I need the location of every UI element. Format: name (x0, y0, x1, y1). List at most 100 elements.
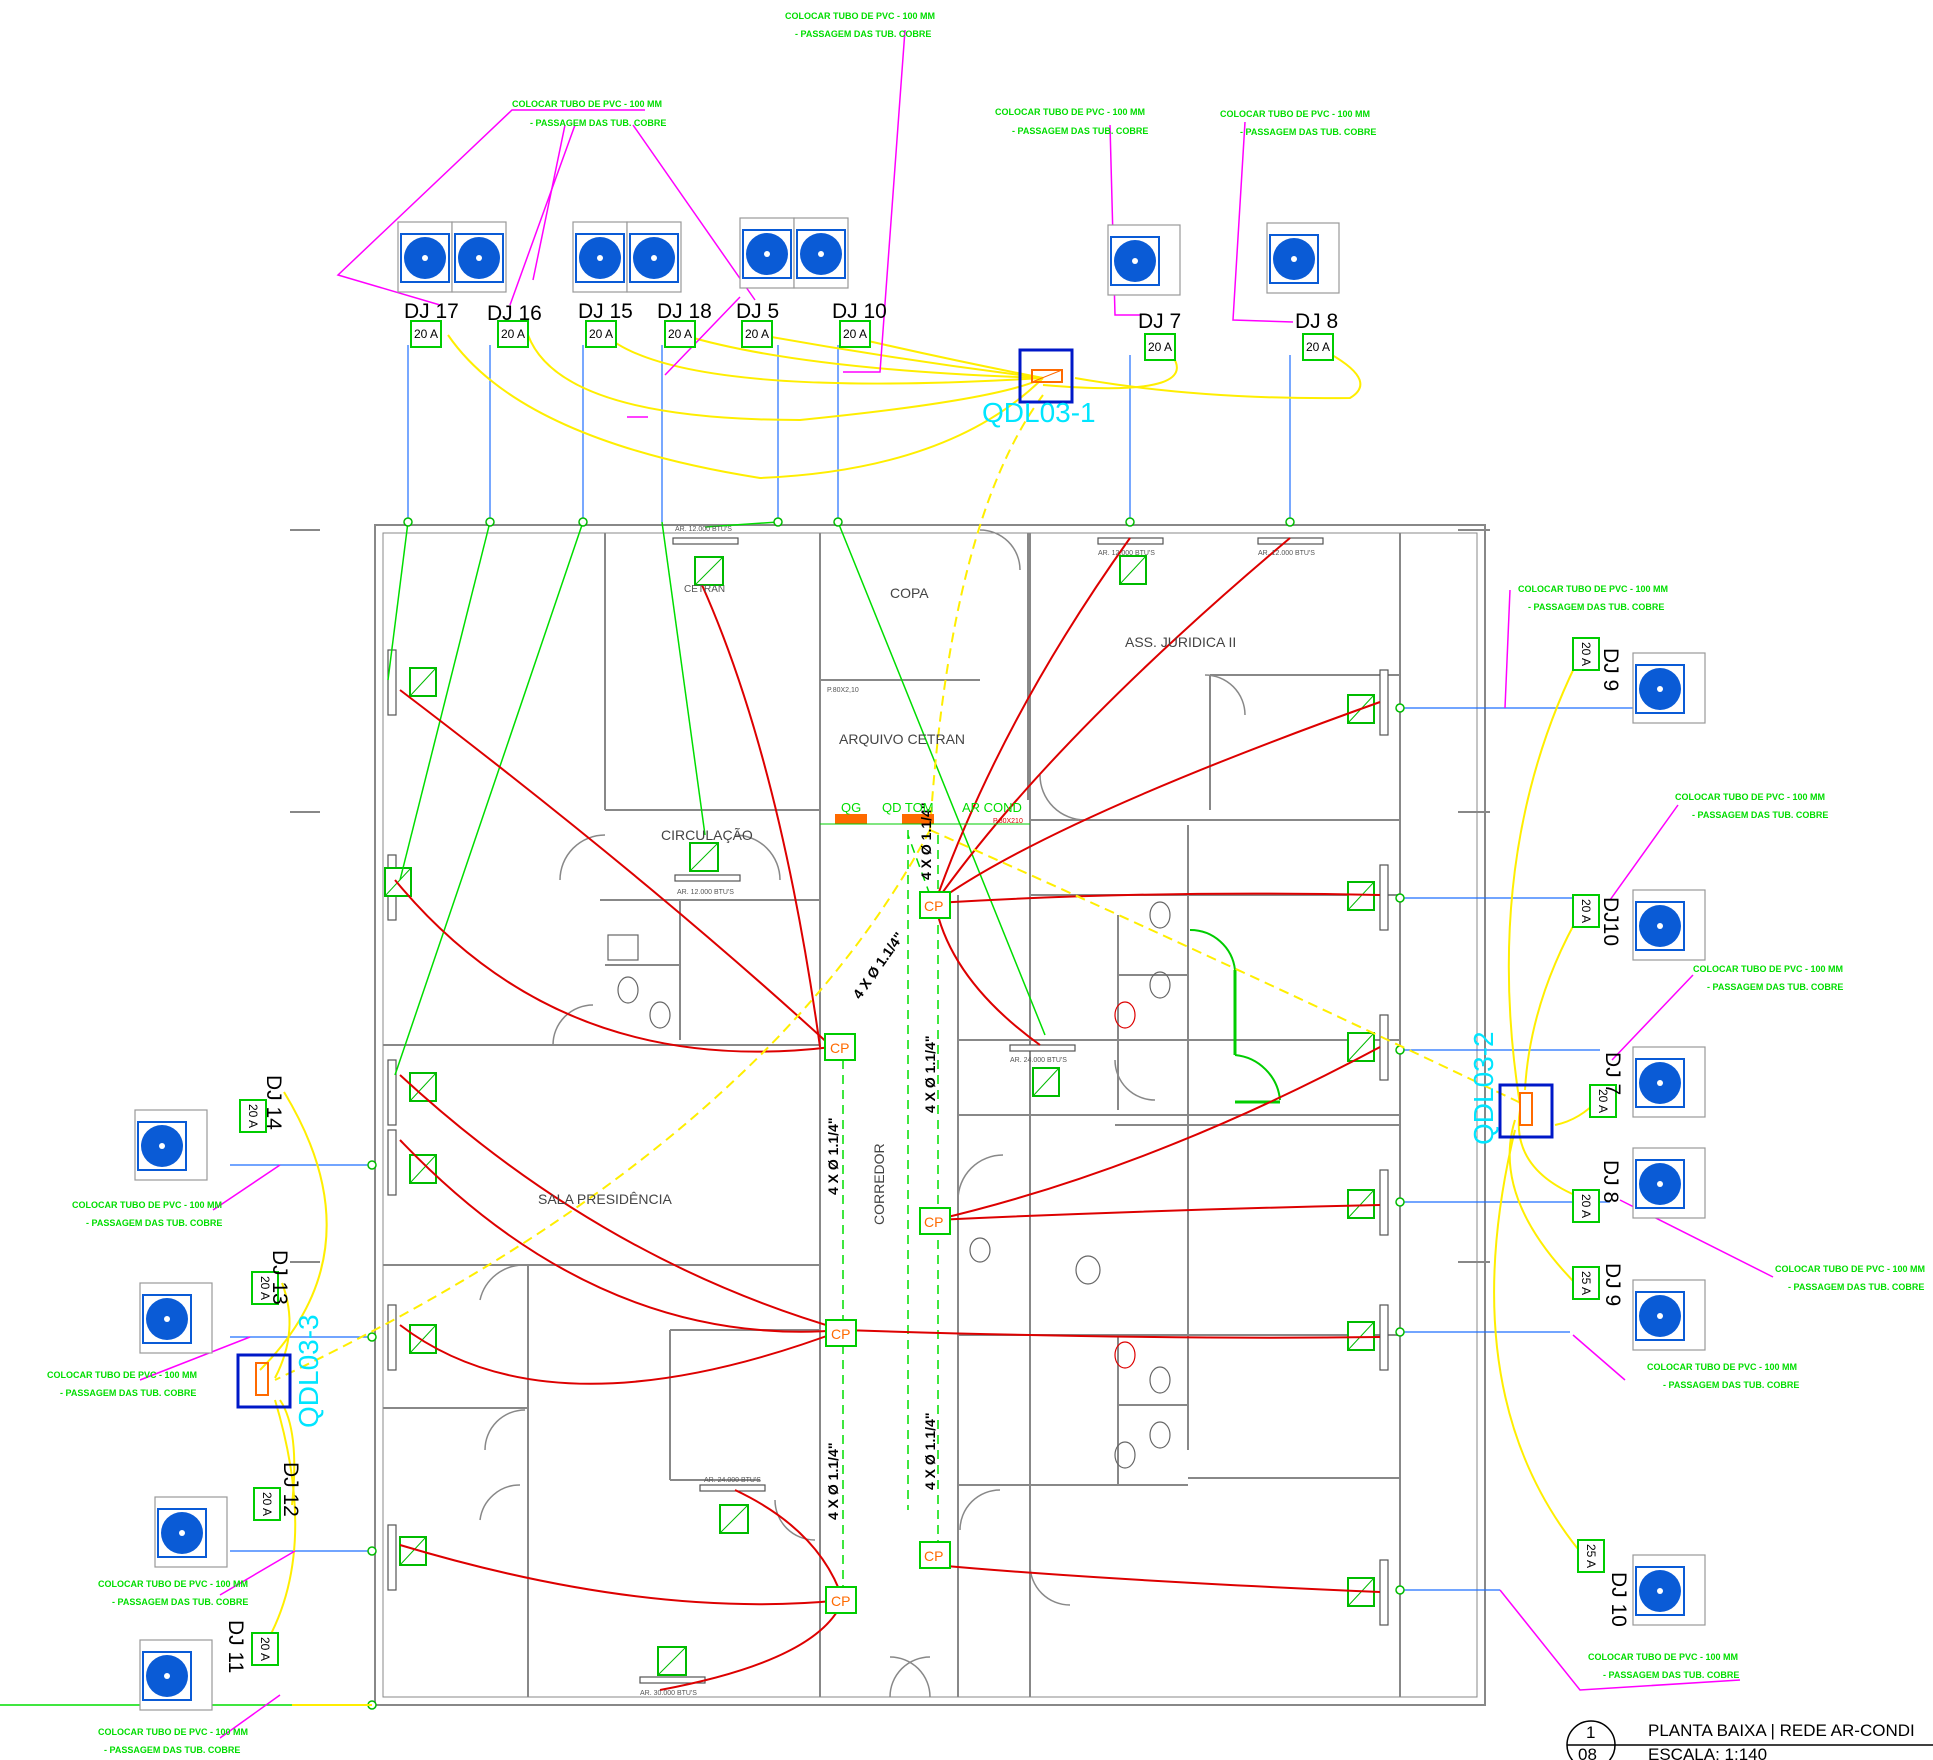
pvc-note-line2: - PASSAGEM DAS TUB. COBRE (795, 29, 931, 39)
door-swings (479, 529, 1246, 1698)
pvc-note-line2: - PASSAGEM DAS TUB. COBRE (104, 1745, 240, 1755)
door-tag: P.80X2,10 (827, 687, 859, 694)
pvc-note-line1: COLOCAR TUBO DE PVC - 100 MM (995, 107, 1145, 117)
amp-rating: 20 A (1596, 1089, 1610, 1113)
amp-rating: 20 A (1148, 340, 1172, 354)
refrigerant-lines (394, 537, 1381, 1691)
amp-rating: 20 A (1579, 642, 1593, 666)
breaker-label: DJ 5 (736, 300, 779, 323)
breaker-label: DJ 15 (578, 300, 633, 323)
bathroom-fixtures (607, 901, 1171, 1469)
breaker-label: DJ 11 (224, 1620, 247, 1673)
ac-tag: AR. 12.000 BTU'S (1098, 550, 1155, 557)
pvc-note-line1: COLOCAR TUBO DE PVC - 100 MM (72, 1200, 222, 1210)
pvc-note-line1: COLOCAR TUBO DE PVC - 100 MM (98, 1579, 248, 1589)
panel-qdl3 (236, 1353, 292, 1409)
drawing-scale: ESCALA: 1:140 (1648, 1745, 1767, 1760)
ac-tag: AR. 24.000 BTU'S (1010, 1057, 1067, 1064)
room-label: CORREDOR (871, 1143, 887, 1225)
ac-tag: AR. 12.000 BTU'S (1258, 550, 1315, 557)
circuit-lines (230, 345, 1640, 1591)
amp-rating: 20 A (414, 327, 438, 341)
pvc-note-line2: - PASSAGEM DAS TUB. COBRE (1240, 127, 1376, 137)
condenser-hub (651, 255, 657, 261)
condenser-hub (597, 255, 603, 261)
pvc-note-line1: COLOCAR TUBO DE PVC - 100 MM (1518, 584, 1668, 594)
door-tag: P.80X210 (993, 818, 1023, 825)
cp-label: CP (924, 1214, 943, 1230)
condenser-hub (422, 255, 428, 261)
ac-tag: AR. 24.000 BTU'S (704, 1477, 761, 1484)
pipe-spec: 4 X Ø 1.1/4" (918, 803, 934, 880)
amp-rating: 20 A (843, 327, 867, 341)
pvc-note-line2: - PASSAGEM DAS TUB. COBRE (1012, 126, 1148, 136)
amp-rating: 20 A (258, 1276, 272, 1300)
condenser-hub (818, 251, 824, 257)
cp-label: CP (831, 1593, 850, 1609)
note-leaders (139, 29, 1774, 1739)
drawing-title: PLANTA BAIXA | REDE AR-CONDI (1648, 1721, 1915, 1740)
condenser-hub (1291, 256, 1297, 262)
junction-nodes (367, 517, 1405, 1710)
qd-tom-label: QD TOM (882, 800, 934, 815)
breaker-label: DJ 13 (268, 1250, 291, 1305)
pipe-spec: 4 X Ø 1.1/4" (849, 929, 907, 1002)
breaker-label: DJ 12 (279, 1462, 302, 1517)
pvc-note-line1: COLOCAR TUBO DE PVC - 100 MM (1647, 1362, 1797, 1372)
pvc-note-line2: - PASSAGEM DAS TUB. COBRE (1528, 602, 1664, 612)
amp-rating: 20 A (260, 1492, 274, 1516)
cp-label: CP (924, 898, 943, 914)
distribution-bar (820, 814, 1030, 825)
cp-boxes (824, 891, 951, 1614)
panel-label: QDL03-1 (982, 397, 1096, 428)
panel-label: QDL03-3 (293, 1314, 324, 1428)
panel-qdl1 (1018, 348, 1074, 404)
cp-labels: CP CP CP CP CP CP (830, 898, 943, 1609)
condenser-hub (1657, 1588, 1663, 1594)
outdoor-condensers (134, 217, 1706, 1711)
ac-tag: AR. 12.000 BTU'S (677, 889, 734, 896)
breaker-label: DJ 18 (657, 300, 712, 323)
pvc-note-line1: COLOCAR TUBO DE PVC - 100 MM (47, 1370, 197, 1380)
building-walls (290, 524, 1490, 1706)
condenser-hub (1132, 258, 1138, 264)
condenser-hub (164, 1316, 170, 1322)
pvc-note-line2: - PASSAGEM DAS TUB. COBRE (1603, 1670, 1739, 1680)
amp-labels: 20 A 20 A 20 A 20 A 20 A 20 A 20 A 20 A … (246, 327, 1610, 1661)
qg-label: QG (841, 800, 861, 815)
drain-box-diagonals (384, 555, 1375, 1676)
partition-highlight (1189, 928, 1281, 1104)
room-label: ARQUIVO CETRAN (839, 731, 965, 747)
pvc-note-line2: - PASSAGEM DAS TUB. COBRE (1788, 1282, 1924, 1292)
amp-rating: 20 A (246, 1104, 260, 1128)
ar-cond-label: AR COND (962, 800, 1022, 815)
breaker-label: DJ 7 (1138, 310, 1181, 333)
pvc-note-line2: - PASSAGEM DAS TUB. COBRE (1663, 1380, 1799, 1390)
condenser-hub (179, 1530, 185, 1536)
amp-rating: 20 A (1579, 899, 1593, 923)
room-label: CIRCULAÇÃO (661, 827, 753, 843)
ac-tag: AR. 30.000 BTU'S (640, 1690, 697, 1697)
pvc-note-line2: - PASSAGEM DAS TUB. COBRE (60, 1388, 196, 1398)
breaker-label: DJ 10 (1607, 1572, 1630, 1627)
pipe-spec: 4 X Ø 1.1/4" (922, 1036, 938, 1113)
pvc-note-line1: COLOCAR TUBO DE PVC - 100 MM (98, 1727, 248, 1737)
drawing-number: 1 (1586, 1723, 1595, 1742)
pvc-note-line2: - PASSAGEM DAS TUB. COBRE (530, 118, 666, 128)
indoor-units (387, 537, 1389, 1684)
amp-rating: 20 A (501, 327, 525, 341)
condenser-hub (1657, 686, 1663, 692)
breaker-label: DJ 10 (832, 300, 887, 323)
pvc-note-line1: COLOCAR TUBO DE PVC - 100 MM (512, 99, 662, 109)
pvc-notes: COLOCAR TUBO DE PVC - 100 MM - PASSAGEM … (47, 11, 1925, 1755)
condenser-hub (476, 255, 482, 261)
breaker-label: DJ10 (1599, 897, 1622, 946)
cp-label: CP (830, 1040, 849, 1056)
pvc-note-line1: COLOCAR TUBO DE PVC - 100 MM (1588, 1652, 1738, 1662)
pvc-note-line2: - PASSAGEM DAS TUB. COBRE (86, 1218, 222, 1228)
cp-label: CP (924, 1548, 943, 1564)
condenser-hub (164, 1673, 170, 1679)
power-lines (259, 334, 1601, 1706)
amp-rating: 20 A (1306, 340, 1330, 354)
